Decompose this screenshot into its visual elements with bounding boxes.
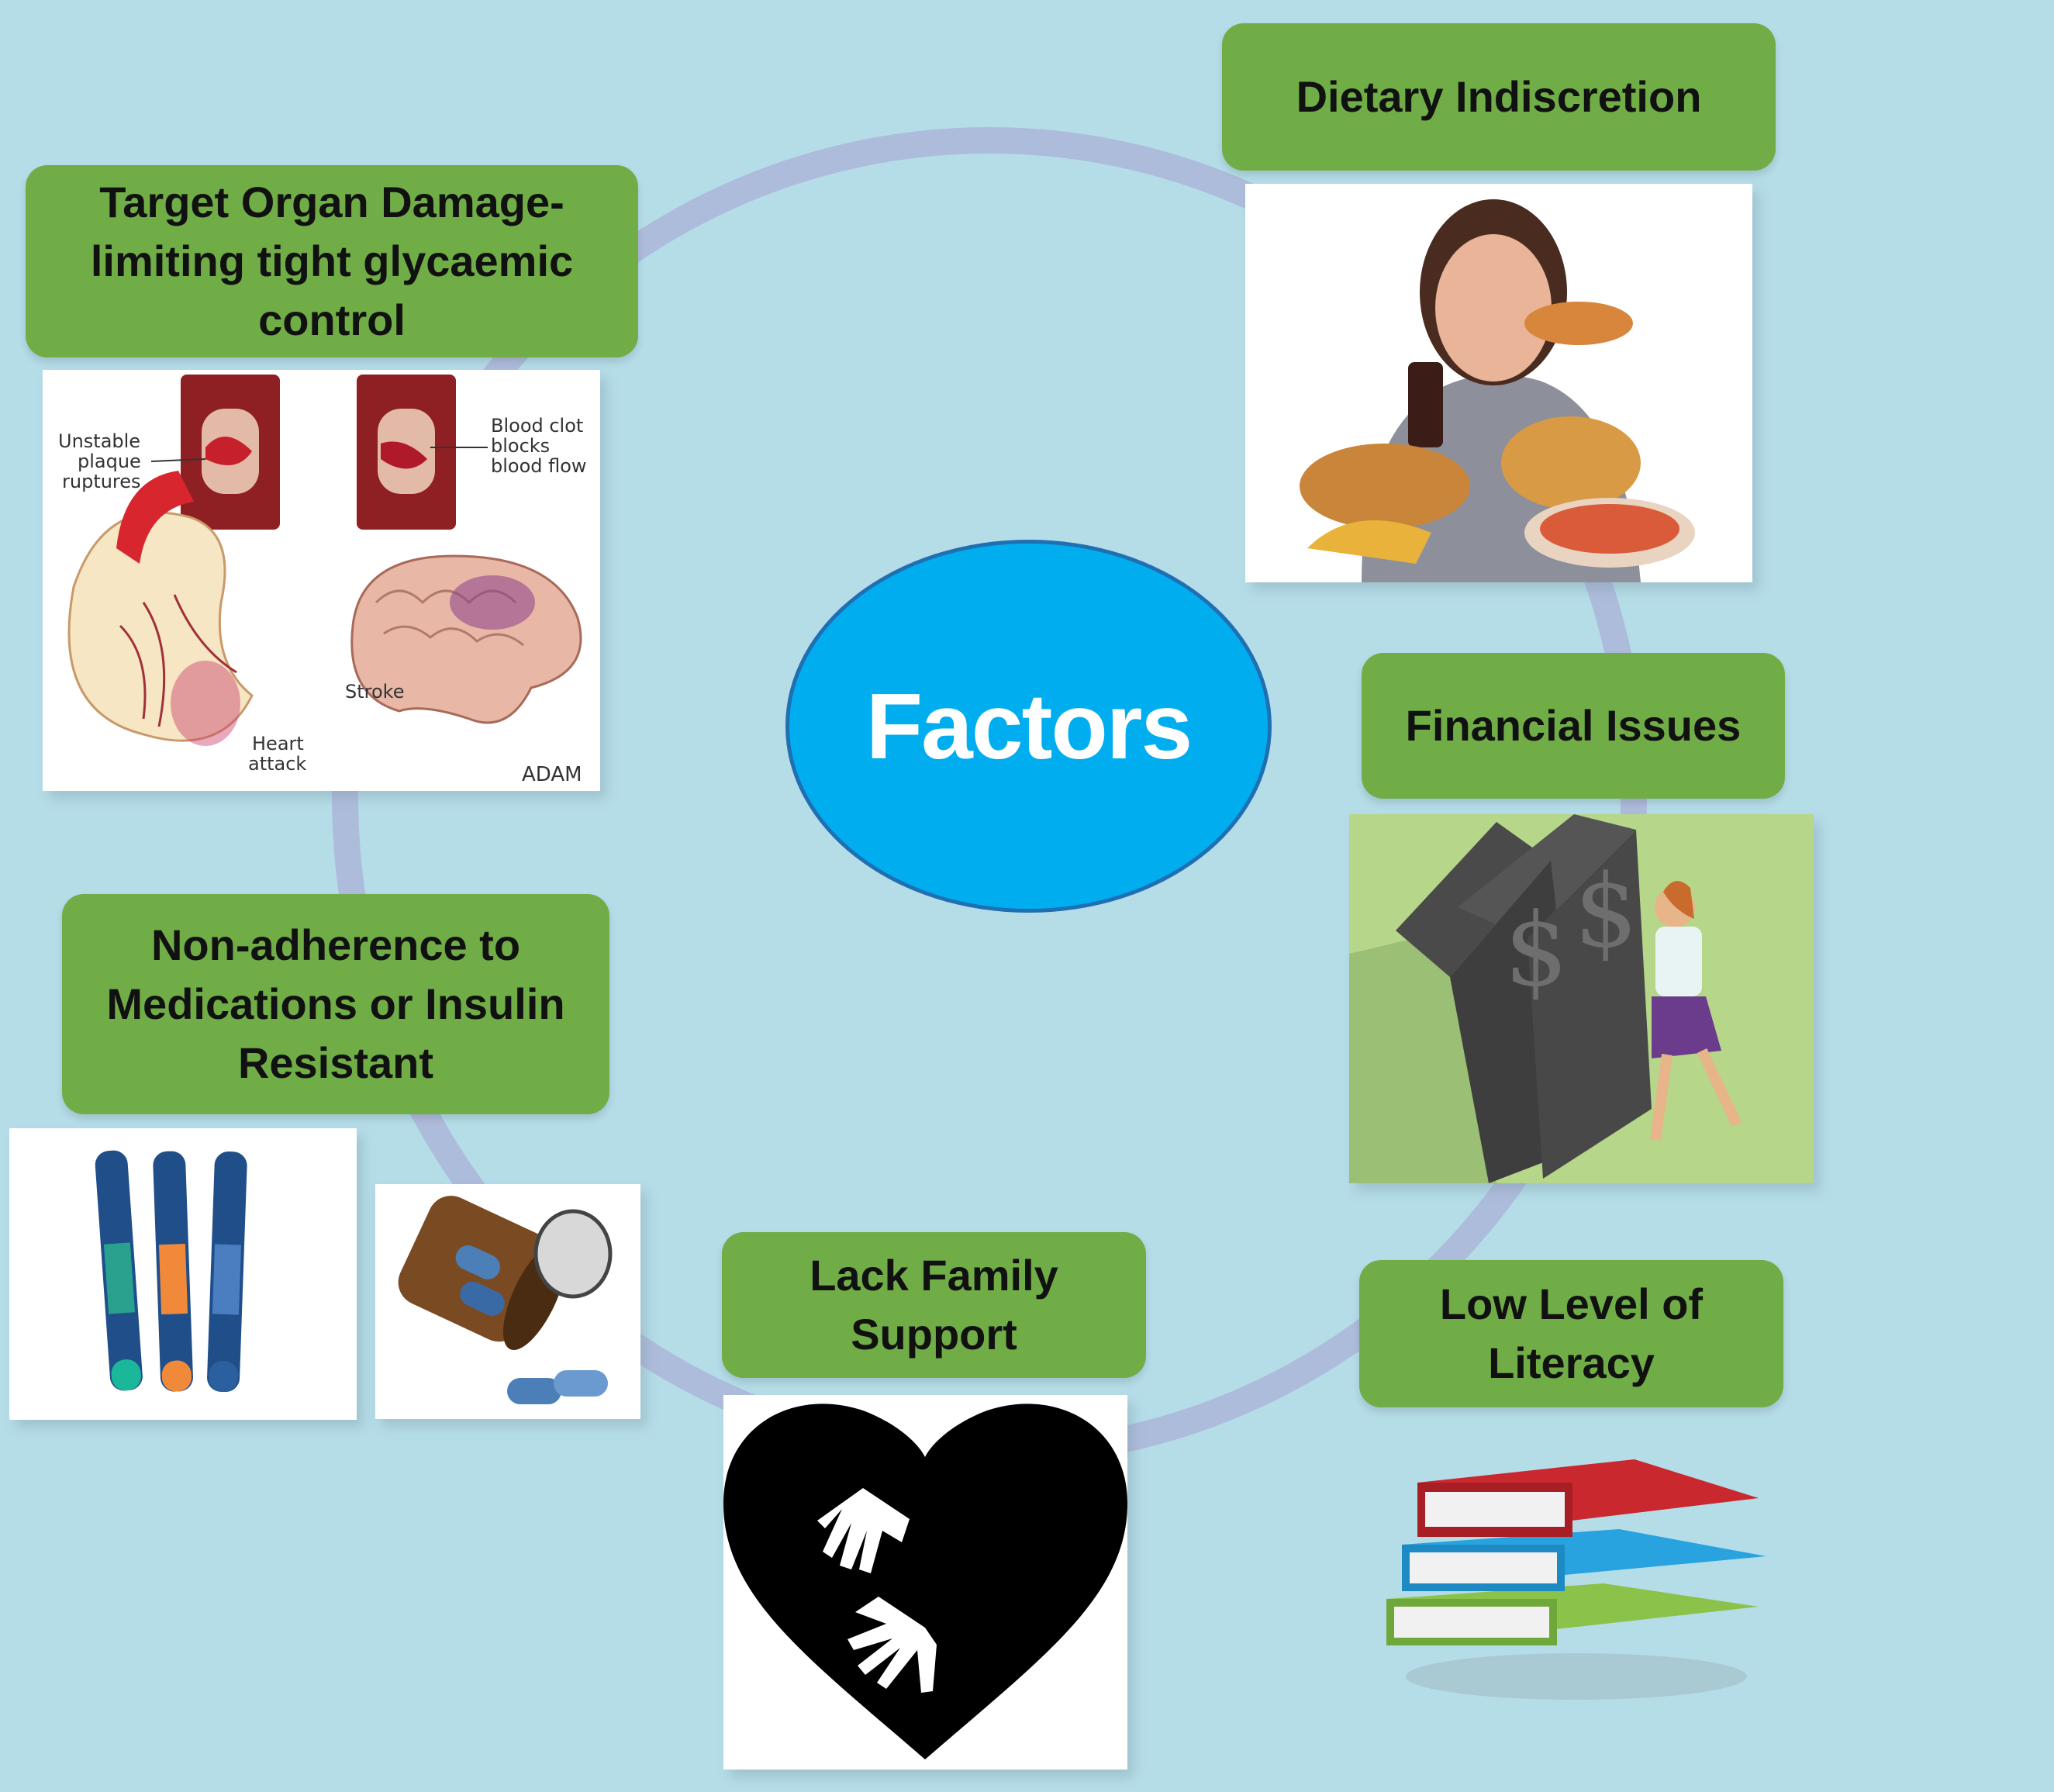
svg-text:ADAM: ADAM xyxy=(522,763,582,786)
svg-text:plaque: plaque xyxy=(78,451,141,472)
svg-text:Blood clot: Blood clot xyxy=(491,415,583,437)
center-ellipse: Factors xyxy=(785,540,1272,913)
svg-text:ruptures: ruptures xyxy=(62,471,141,492)
overeating-photo xyxy=(1245,184,1752,582)
svg-text:blocks: blocks xyxy=(491,435,550,457)
pill-bottle-image xyxy=(375,1184,640,1419)
label-non-adherence: Non-adherence to Medications or Insulin … xyxy=(62,894,609,1114)
insulin-pens-image xyxy=(9,1128,357,1420)
svg-text:Heart: Heart xyxy=(252,733,304,754)
label-dietary-indiscretion: Dietary Indiscretion xyxy=(1222,23,1776,171)
svg-text:$: $ xyxy=(1504,891,1569,1009)
svg-text:Unstable: Unstable xyxy=(58,430,140,452)
label-low-literacy: Low Level of Literacy xyxy=(1359,1260,1783,1407)
svg-text:$: $ xyxy=(1574,852,1638,970)
label-lack-family-support: Lack Family Support xyxy=(722,1232,1146,1378)
label-target-organ-damage: Target Organ Damage-limiting tight glyca… xyxy=(26,165,638,357)
svg-text:Stroke: Stroke xyxy=(345,681,404,703)
books-stack-icon xyxy=(1371,1444,1782,1707)
falling-dollar-illustration: $ $ xyxy=(1349,814,1814,1183)
heart-brain-illustration: Unstable plaque ruptures Blood clot bloc… xyxy=(43,370,600,791)
svg-text:attack: attack xyxy=(248,753,306,775)
heart-hands-icon xyxy=(723,1395,1127,1770)
label-financial-issues: Financial Issues xyxy=(1362,653,1785,799)
svg-text:blood flow: blood flow xyxy=(491,455,587,477)
center-label: Factors xyxy=(865,674,1193,779)
